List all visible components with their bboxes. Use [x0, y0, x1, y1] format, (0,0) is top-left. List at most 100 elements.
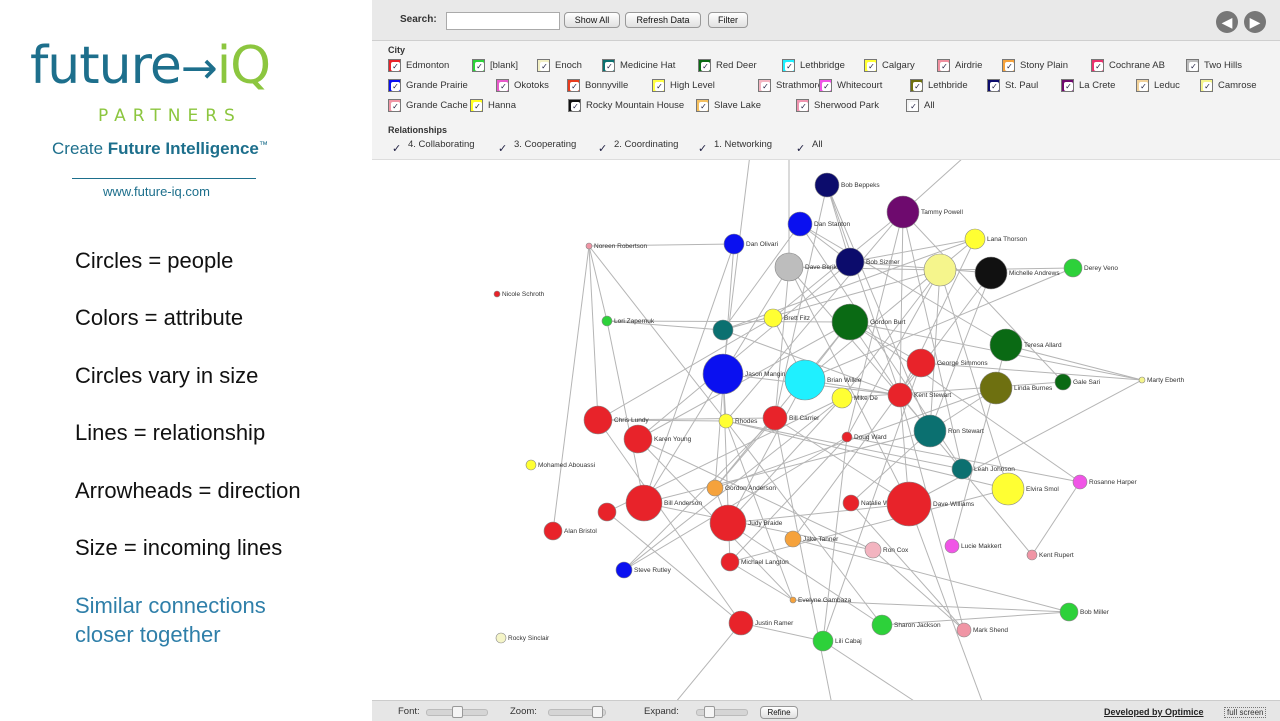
person-node[interactable]: Judy Braide [709, 504, 783, 542]
person-circle[interactable] [789, 596, 797, 604]
person-node[interactable]: Natalie Williams [842, 494, 908, 512]
person-circle[interactable] [831, 387, 853, 409]
person-circle[interactable] [913, 414, 947, 448]
person-node[interactable]: Ron Stewart [913, 414, 984, 448]
relationship-checkbox[interactable]: ✓ [598, 139, 609, 155]
person-node[interactable]: Bob Miller [1059, 602, 1110, 622]
person-node[interactable]: Mohamed Abouassi [525, 459, 595, 471]
person-circle[interactable] [842, 494, 860, 512]
person-circle[interactable] [763, 308, 783, 328]
expand-slider-handle[interactable] [704, 706, 715, 718]
person-circle[interactable] [864, 541, 882, 559]
zoom-slider-handle[interactable] [592, 706, 603, 718]
person-circle[interactable] [991, 472, 1025, 506]
person-node[interactable]: Derey Veno [1063, 258, 1118, 278]
city-checkbox[interactable]: ✓ [937, 59, 950, 72]
person-node[interactable]: Lana Thorson [964, 228, 1027, 250]
person-node[interactable]: Karen Young [623, 424, 692, 454]
person-node[interactable]: George Simmons [906, 348, 988, 378]
person-circle[interactable] [1054, 373, 1072, 391]
city-checkbox[interactable]: ✓ [1186, 59, 1199, 72]
city-checkbox[interactable]: ✓ [652, 79, 665, 92]
person-circle[interactable] [720, 552, 740, 572]
refresh-data-button[interactable]: Refresh Data [625, 12, 701, 28]
person-node[interactable]: Bill Carrier [762, 405, 820, 431]
person-circle[interactable] [762, 405, 788, 431]
person-node[interactable]: Rosanne Harper [1072, 474, 1138, 490]
city-checkbox[interactable]: ✓ [1200, 79, 1213, 92]
city-checkbox[interactable]: ✓ [819, 79, 832, 92]
city-checkbox[interactable]: ✓ [388, 59, 401, 72]
person-circle[interactable] [615, 561, 633, 579]
person-node[interactable]: Lili Cabaj [812, 630, 862, 652]
city-checkbox[interactable]: ✓ [782, 59, 795, 72]
person-node[interactable]: Rocky Sinclair [495, 632, 550, 644]
person-node[interactable] [712, 319, 734, 341]
person-circle[interactable] [812, 630, 834, 652]
person-circle[interactable] [944, 538, 960, 554]
person-node[interactable]: Lucie Makkert [944, 538, 1002, 554]
person-circle[interactable] [585, 242, 593, 250]
person-circle[interactable] [784, 359, 826, 401]
relationship-checkbox[interactable]: ✓ [698, 139, 709, 155]
person-circle[interactable] [886, 481, 932, 527]
person-node[interactable]: Justin Ramer [728, 610, 794, 636]
show-all-button[interactable]: Show All [564, 12, 620, 28]
city-checkbox[interactable]: ✓ [470, 99, 483, 112]
person-circle[interactable] [784, 530, 802, 548]
person-node[interactable]: Brett Fitz [763, 308, 810, 328]
city-checkbox[interactable]: ✓ [698, 59, 711, 72]
person-circle[interactable] [979, 371, 1013, 405]
person-circle[interactable] [787, 211, 813, 237]
city-checkbox[interactable]: ✓ [472, 59, 485, 72]
city-checkbox[interactable]: ✓ [864, 59, 877, 72]
person-node[interactable]: Teresa Allard [989, 328, 1062, 362]
relationship-checkbox[interactable]: ✓ [796, 139, 807, 155]
city-checkbox[interactable]: ✓ [987, 79, 1000, 92]
person-node[interactable]: Sharon Jackson [871, 614, 941, 636]
city-checkbox[interactable]: ✓ [496, 79, 509, 92]
city-checkbox[interactable]: ✓ [602, 59, 615, 72]
person-circle[interactable] [1059, 602, 1079, 622]
person-node[interactable]: Gale Sari [1054, 373, 1100, 391]
person-node[interactable]: Noreen Robertson [585, 242, 647, 250]
person-node[interactable]: Jason Mangin [702, 353, 786, 395]
person-circle[interactable] [702, 353, 744, 395]
person-circle[interactable] [1026, 549, 1038, 561]
person-circle[interactable] [1063, 258, 1083, 278]
person-node[interactable]: Mark Shend [956, 622, 1008, 638]
person-circle[interactable] [1138, 376, 1146, 384]
search-input[interactable] [446, 12, 560, 30]
person-node[interactable]: Bob Beppeks [814, 172, 880, 198]
person-node[interactable]: Linda Burnes [979, 371, 1053, 405]
person-circle[interactable] [623, 424, 653, 454]
city-checkbox[interactable]: ✓ [388, 99, 401, 112]
person-node[interactable]: Evelyne Gambaza [789, 596, 851, 604]
person-node[interactable]: Jake Tanner [784, 530, 839, 548]
forward-button[interactable]: ▶ [1244, 11, 1266, 33]
person-circle[interactable] [964, 228, 986, 250]
expand-slider[interactable] [696, 709, 748, 716]
person-node[interactable]: Doug Ward [841, 431, 887, 443]
person-circle[interactable] [543, 521, 563, 541]
person-circle[interactable] [583, 405, 613, 435]
person-node[interactable]: Chris Lundy [583, 405, 649, 435]
city-checkbox[interactable]: ✓ [910, 79, 923, 92]
person-node[interactable]: Brian Wilkie [784, 359, 862, 401]
person-node[interactable]: Dan Stanton [787, 211, 851, 237]
person-circle[interactable] [923, 253, 957, 287]
city-checkbox[interactable]: ✓ [696, 99, 709, 112]
person-circle[interactable] [835, 247, 865, 277]
person-node[interactable]: Bill Anderson [625, 484, 702, 522]
person-node[interactable]: Gordon Burt [831, 303, 906, 341]
city-checkbox[interactable]: ✓ [1002, 59, 1015, 72]
font-slider-handle[interactable] [452, 706, 463, 718]
city-checkbox[interactable]: ✓ [1091, 59, 1104, 72]
full-screen-button[interactable]: full screen [1224, 707, 1267, 718]
zoom-slider[interactable] [548, 709, 606, 716]
person-circle[interactable] [495, 632, 507, 644]
person-node[interactable]: Marty Eberth [1138, 376, 1185, 384]
person-node[interactable]: Dave Williams [886, 481, 975, 527]
city-checkbox[interactable]: ✓ [1061, 79, 1074, 92]
person-circle[interactable] [728, 610, 754, 636]
